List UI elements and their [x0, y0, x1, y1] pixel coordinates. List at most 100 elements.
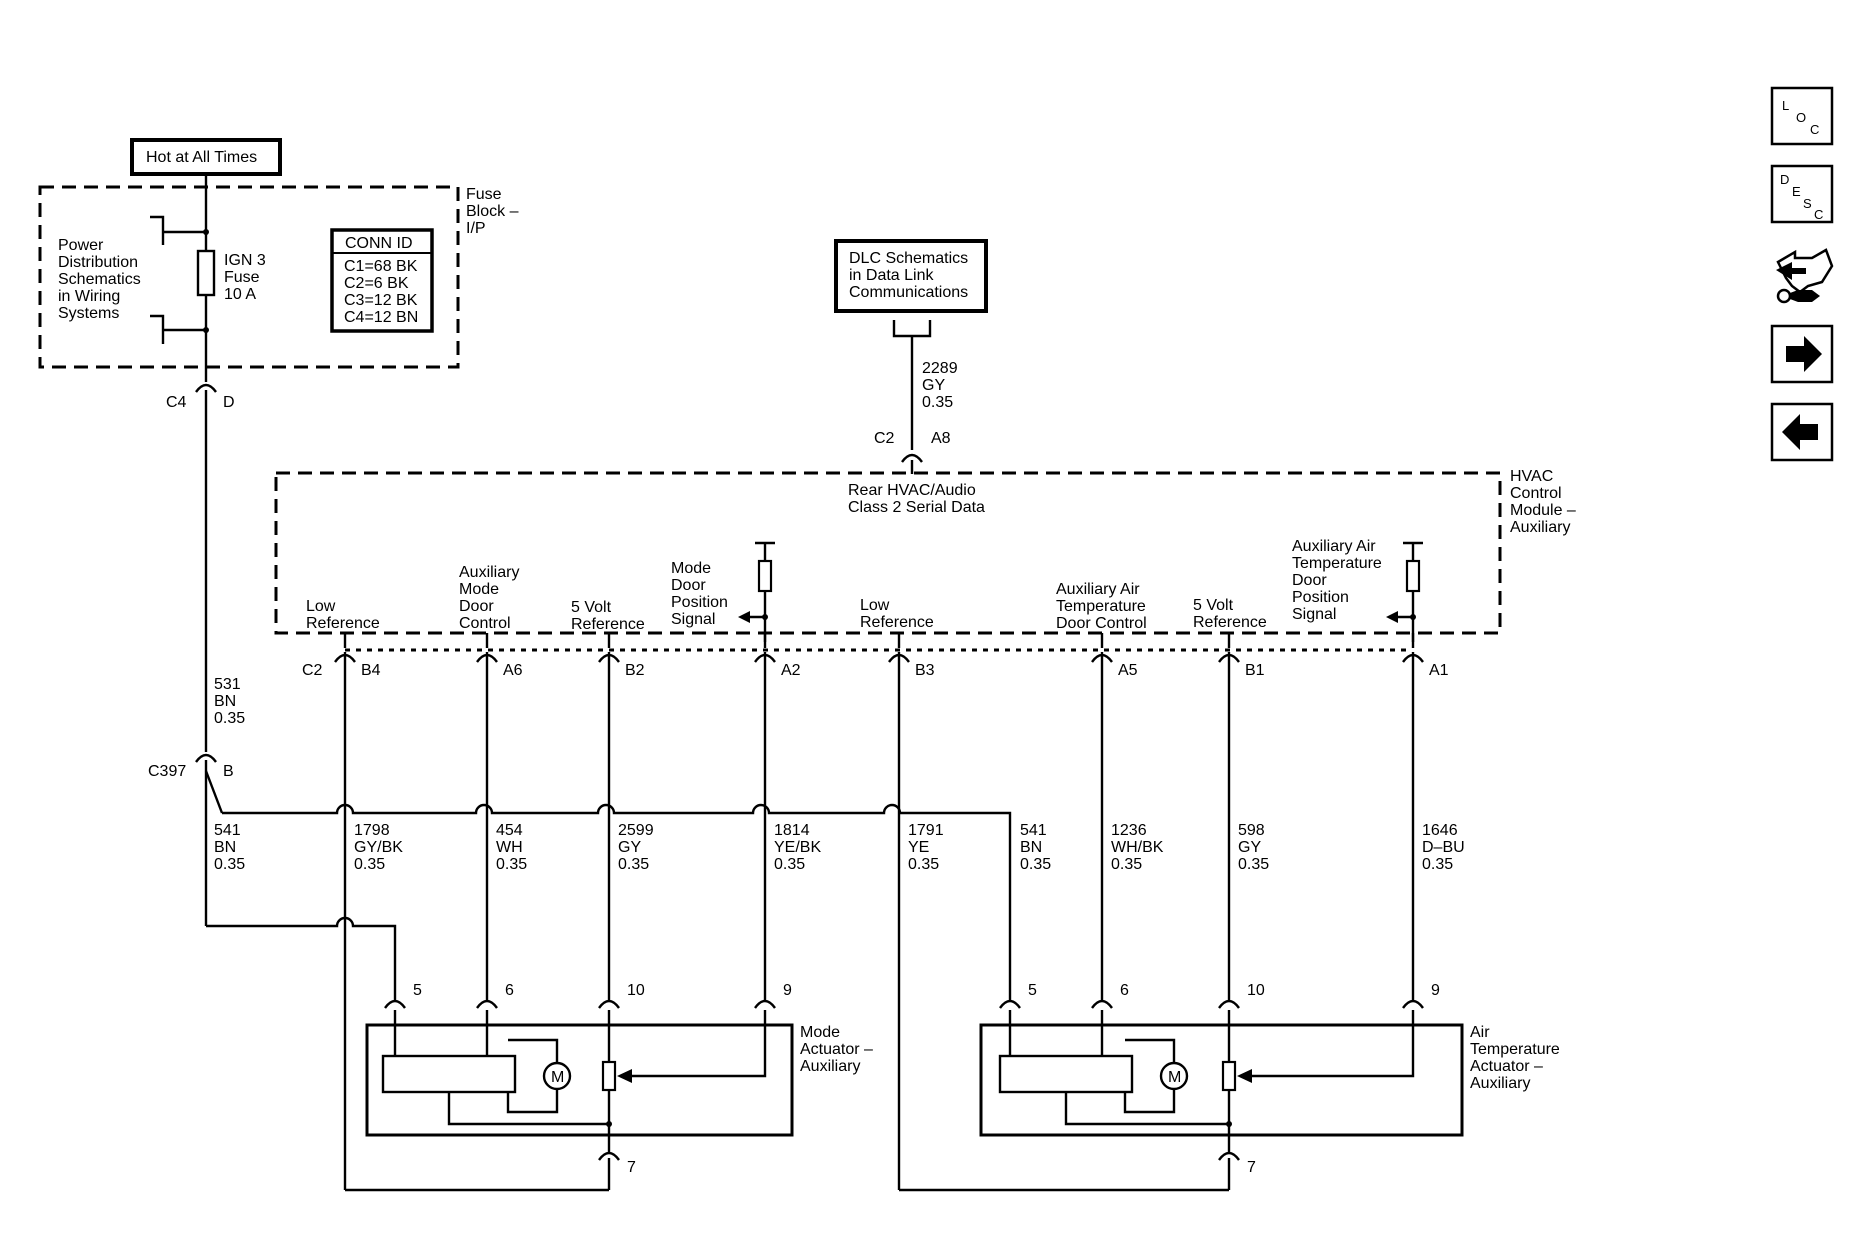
svg-text:Mode: Mode [459, 581, 499, 598]
next-page-arrow-icon[interactable] [1770, 324, 1834, 384]
svg-text:Reference: Reference [306, 615, 380, 632]
svg-text:S: S [1803, 196, 1812, 211]
mode-actuator-outline [365, 1023, 794, 1137]
mode-door-pullup-resistor [738, 541, 775, 642]
dlc-label: DLC Schematics in Data Link Communicatio… [849, 250, 968, 301]
wire-label: GY [618, 839, 641, 856]
svg-text:2289: 2289 [922, 360, 958, 377]
signal-label-a6: Auxiliary Mode Door Control [459, 564, 519, 632]
hvac-module-label: HVAC Control Module – Auxiliary [1510, 468, 1576, 536]
mode-actuator-pin-connector [754, 999, 776, 1009]
air-actuator-outline [979, 1023, 1464, 1137]
wire-label: 1236 [1111, 822, 1147, 839]
svg-text:L: L [1782, 98, 1789, 113]
svg-text:IGN 3: IGN 3 [224, 252, 266, 269]
svg-text:Mode: Mode [800, 1024, 840, 1041]
fuse-block-label: Fuse Block – I/P [466, 186, 519, 237]
mode-actuator-internals: M [345, 1010, 767, 1192]
signal-label-b2: 5 Volt Reference [571, 599, 645, 633]
air-actuator-label: Air Temperature Actuator – Auxiliary [1470, 1024, 1560, 1092]
wire-541-bus [222, 803, 1012, 1000]
svg-text:C4=12 BN: C4=12 BN [344, 309, 418, 326]
wire-label: 0.35 [1422, 856, 1453, 873]
module-pin-label: B2 [625, 662, 645, 679]
mode-actuator-pin-connector [384, 999, 406, 1009]
hvac-module-outline [274, 471, 1502, 635]
wire-label: 1814 [774, 822, 810, 839]
serial-data-label: Rear HVAC/Audio Class 2 Serial Data [848, 482, 985, 516]
svg-text:CONN ID: CONN ID [345, 235, 413, 252]
svg-text:BN: BN [214, 839, 236, 856]
wire-531-label: 531 BN 0.35 [214, 676, 245, 727]
svg-text:Auxiliary: Auxiliary [1470, 1075, 1530, 1092]
svg-text:BN: BN [214, 693, 236, 710]
connector-c4-pin: D [223, 394, 235, 411]
wire-label: WH/BK [1111, 839, 1164, 856]
wire-label: 2599 [618, 822, 654, 839]
svg-text:Air: Air [1470, 1024, 1490, 1041]
dlc-box [834, 239, 988, 313]
module-pin-label: B3 [915, 662, 935, 679]
svg-text:0.35: 0.35 [922, 394, 953, 411]
connector-c397-pin: B [223, 763, 234, 780]
svg-text:Reference: Reference [571, 616, 645, 633]
svg-text:Fuse: Fuse [466, 186, 502, 203]
connector-c4-label: C4 [166, 394, 187, 411]
svg-text:Rear HVAC/Audio: Rear HVAC/Audio [848, 482, 976, 499]
wire-label: 0.35 [1238, 856, 1269, 873]
svg-text:I/P: I/P [466, 220, 486, 237]
wire-label: GY/BK [354, 839, 403, 856]
fuse-symbol [196, 249, 216, 297]
wire-label: 598 [1238, 822, 1265, 839]
signal-label-b4: Low Reference [306, 598, 380, 632]
svg-text:Position: Position [671, 594, 728, 611]
svg-text:Communications: Communications [849, 284, 968, 301]
mode-actuator-label: Mode Actuator – Auxiliary [800, 1024, 873, 1075]
wire-label: 1646 [1422, 822, 1458, 839]
svg-text:Actuator –: Actuator – [1470, 1058, 1543, 1075]
wire-label: 0.35 [354, 856, 385, 873]
svg-text:Mode: Mode [671, 560, 711, 577]
svg-text:C: C [1810, 122, 1819, 137]
svg-text:Fuse: Fuse [224, 269, 260, 286]
signal-label-b1: 5 Volt Reference [1193, 597, 1267, 631]
svg-text:O: O [1796, 110, 1806, 125]
air-actuator-pin-connector [1218, 999, 1240, 1009]
svg-text:C: C [1814, 207, 1823, 222]
air-actuator-pin-connector [1402, 999, 1424, 1009]
wire-label: D–BU [1422, 839, 1465, 856]
previous-page-arrow-icon[interactable] [1770, 402, 1834, 462]
svg-text:541: 541 [214, 822, 241, 839]
svg-text:Auxiliary: Auxiliary [459, 564, 519, 581]
desc-nav-button[interactable]: D E S C [1770, 164, 1834, 224]
svg-text:Auxiliary Air: Auxiliary Air [1056, 581, 1140, 598]
svg-text:Door: Door [1292, 572, 1327, 589]
module-pin-label: A6 [503, 662, 523, 679]
svg-text:Low: Low [860, 597, 890, 614]
wire-label: 0.35 [496, 856, 527, 873]
connector-c397-symbol [195, 753, 217, 763]
conn-id-table: CONN ID C1=68 BK C2=6 BK C3=12 BK C4=12 … [330, 228, 434, 333]
svg-text:Power: Power [58, 237, 104, 254]
mode-actuator-pin-label: 6 [505, 982, 514, 999]
loc-nav-button[interactable]: L O C [1770, 86, 1834, 146]
wire-label: YE [908, 839, 929, 856]
svg-text:Control: Control [1510, 485, 1562, 502]
wire-label: 0.35 [1111, 856, 1142, 873]
svg-text:5 Volt: 5 Volt [1193, 597, 1234, 614]
wire-2289-label: 2289 GY 0.35 [922, 360, 958, 411]
svg-text:Module –: Module – [1510, 502, 1576, 519]
svg-text:Temperature: Temperature [1470, 1041, 1560, 1058]
svg-text:531: 531 [214, 676, 241, 693]
wire-541-right-label: 0.35 [1020, 856, 1051, 873]
connector-c4-symbol [195, 383, 217, 393]
svg-text:Temperature: Temperature [1292, 555, 1382, 572]
wiring-tools-icon[interactable] [1772, 244, 1834, 310]
mode-actuator-pin-label: 7 [627, 1159, 636, 1176]
air-actuator-pin-connector [1091, 999, 1113, 1009]
mode-actuator-pin-connector [598, 999, 620, 1009]
module-pin-label: A1 [1429, 662, 1449, 679]
wire-label: 0.35 [908, 856, 939, 873]
